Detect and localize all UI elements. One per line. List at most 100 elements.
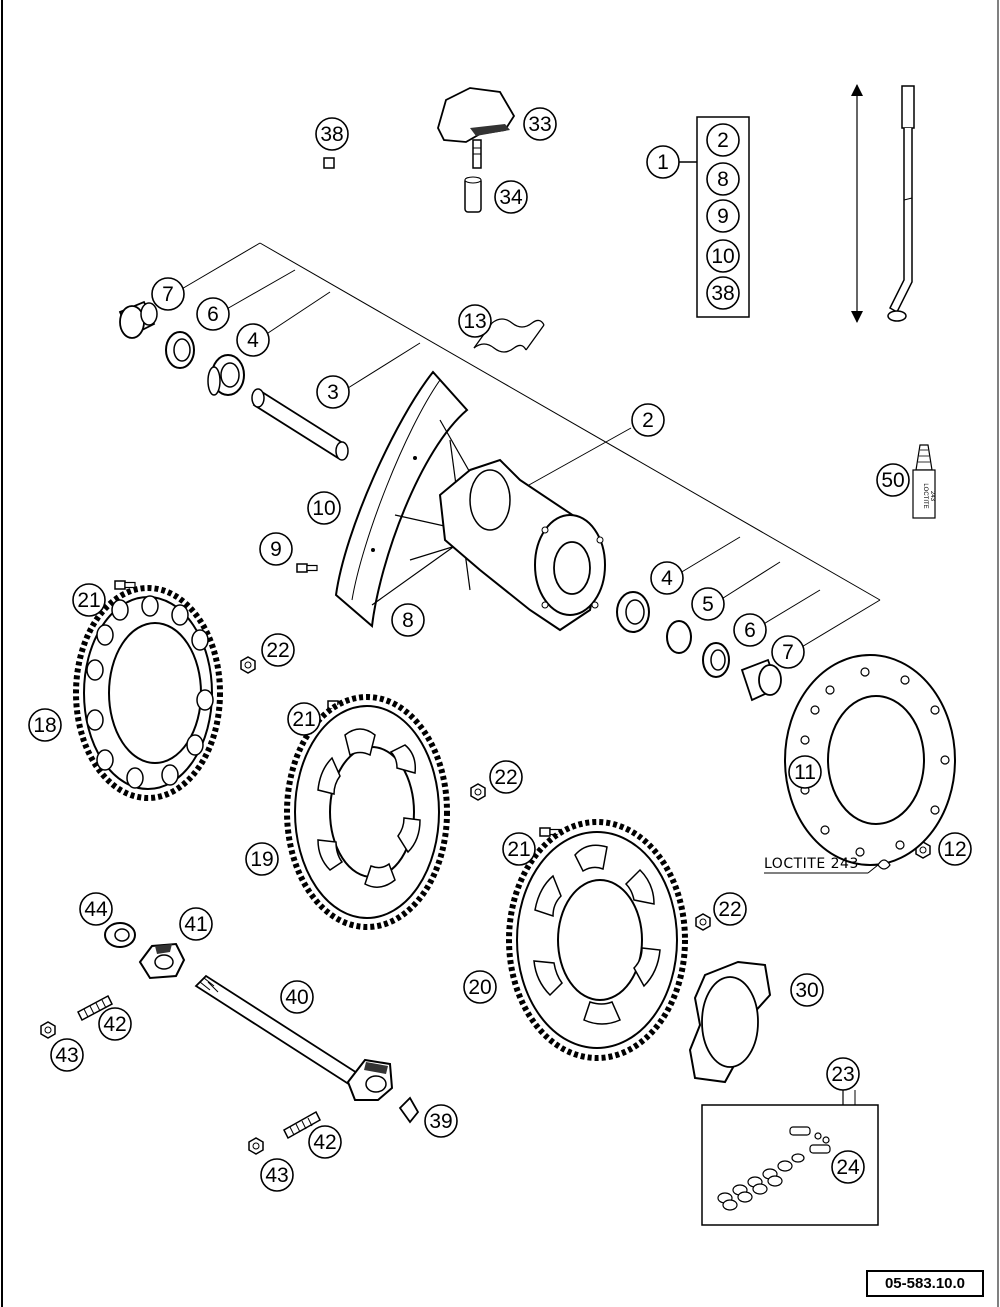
callout-number: 23 xyxy=(831,1063,854,1086)
callout-number: 19 xyxy=(250,848,273,871)
callout-number: 39 xyxy=(429,1110,452,1133)
sprocket-guard-part-30 xyxy=(688,960,772,1084)
callout-circle xyxy=(876,463,910,497)
callout-c24: 24 xyxy=(831,1150,865,1184)
callout-circle xyxy=(259,532,293,566)
callout-c9: 9 xyxy=(259,532,293,566)
axle-spacer-part-7-left xyxy=(118,300,158,339)
callout-circle xyxy=(98,1007,132,1041)
tube-label-line2: 243 xyxy=(929,491,935,502)
callout-c43b: 43 xyxy=(260,1158,294,1192)
sprocket-part-19 xyxy=(284,694,450,930)
callout-number: 43 xyxy=(55,1044,78,1067)
callout-c21c: 21 xyxy=(502,832,536,866)
callout-number: 4 xyxy=(661,567,673,590)
callout-c11: 11 xyxy=(788,755,822,789)
callout-circle xyxy=(706,239,740,273)
nut-part-22-a xyxy=(240,656,256,674)
callout-number: 38 xyxy=(320,123,343,146)
callout-c23: 23 xyxy=(826,1057,860,1091)
callout-c7b: 7 xyxy=(771,635,805,669)
callout-number: 6 xyxy=(744,619,756,642)
callout-circle xyxy=(261,633,295,667)
callout-c10: 10 xyxy=(307,491,341,525)
distance-sleeve-part-3 xyxy=(251,388,349,461)
callout-circle xyxy=(733,613,767,647)
loctite-tube-part-50: LOCTITE 243 xyxy=(912,444,936,519)
callout-c19: 19 xyxy=(245,842,279,876)
callout-c5: 5 xyxy=(691,587,725,621)
callout-circle xyxy=(706,123,740,157)
callout-number: 8 xyxy=(717,168,729,191)
loctite-note: LOCTITE 243 xyxy=(764,856,859,872)
bearing-part-4-left xyxy=(207,354,245,396)
callout-circle xyxy=(196,297,230,331)
callout-number: 50 xyxy=(881,469,904,492)
adjusting-screw-part-42-a xyxy=(77,994,113,1022)
callout-circle xyxy=(236,323,270,357)
callout-c42a: 42 xyxy=(98,1007,132,1041)
callout-number: 22 xyxy=(266,639,289,662)
callout-c21a: 21 xyxy=(72,583,106,617)
callout-circle xyxy=(308,1125,342,1159)
callout-circle xyxy=(706,199,740,233)
callout-c22a: 22 xyxy=(261,633,295,667)
callout-number: 11 xyxy=(794,761,816,784)
callout-c9a: 9 xyxy=(706,199,740,233)
callout-number: 40 xyxy=(285,986,308,1009)
callout-circle xyxy=(523,107,557,141)
callout-circle xyxy=(706,162,740,196)
callout-number: 42 xyxy=(313,1131,336,1154)
callout-c22c: 22 xyxy=(713,892,747,926)
callout-number: 21 xyxy=(507,838,530,861)
callout-c30: 30 xyxy=(790,973,824,1007)
callout-number: 2 xyxy=(717,129,729,152)
callout-number: 21 xyxy=(77,589,100,612)
callout-circle xyxy=(771,635,805,669)
callout-circle xyxy=(260,1158,294,1192)
callout-circle xyxy=(280,980,314,1014)
leader-lines xyxy=(179,242,881,1105)
callout-circle xyxy=(458,304,492,338)
tire-valve-part-33 xyxy=(437,87,516,169)
callout-c33: 33 xyxy=(523,107,557,141)
callout-circle xyxy=(79,892,113,926)
callout-c20: 20 xyxy=(463,970,497,1004)
callout-number: 3 xyxy=(327,381,339,404)
callout-circle xyxy=(691,587,725,621)
callout-circle xyxy=(502,832,536,866)
callout-circle xyxy=(28,708,62,742)
callout-number: 4 xyxy=(247,329,259,352)
bolt-part-21-a xyxy=(114,580,136,590)
callout-circle xyxy=(788,755,822,789)
callout-c44: 44 xyxy=(79,892,113,926)
callout-circle xyxy=(245,842,279,876)
callout-number: 8 xyxy=(402,609,414,632)
callout-number: 22 xyxy=(718,898,741,921)
callout-circle xyxy=(631,403,665,437)
callout-number: 30 xyxy=(795,979,818,1002)
circlip-part-5 xyxy=(666,620,692,654)
nut-part-44 xyxy=(104,922,136,948)
axle-spacer-part-7-right xyxy=(740,658,782,702)
loctite-note-marker xyxy=(764,859,891,874)
callout-number: 7 xyxy=(162,283,174,306)
callout-number: 10 xyxy=(312,497,335,520)
tube-label-line1: LOCTITE xyxy=(922,483,928,508)
valve-nut-part-34 xyxy=(464,176,482,213)
callout-circle xyxy=(706,276,740,310)
callout-c8: 8 xyxy=(391,603,425,637)
callout-c42b: 42 xyxy=(308,1125,342,1159)
callout-number: 20 xyxy=(468,976,491,999)
callout-circle xyxy=(316,375,350,409)
callout-c2a: 2 xyxy=(706,123,740,157)
callout-number: 22 xyxy=(494,766,517,789)
callout-c40: 40 xyxy=(280,980,314,1014)
chain-adjuster-part-41 xyxy=(138,942,186,980)
callout-number: 10 xyxy=(711,245,734,268)
callout-circle xyxy=(424,1104,458,1138)
callout-circle xyxy=(307,491,341,525)
callout-number: 6 xyxy=(207,303,219,326)
nut-part-22-b xyxy=(470,783,486,801)
